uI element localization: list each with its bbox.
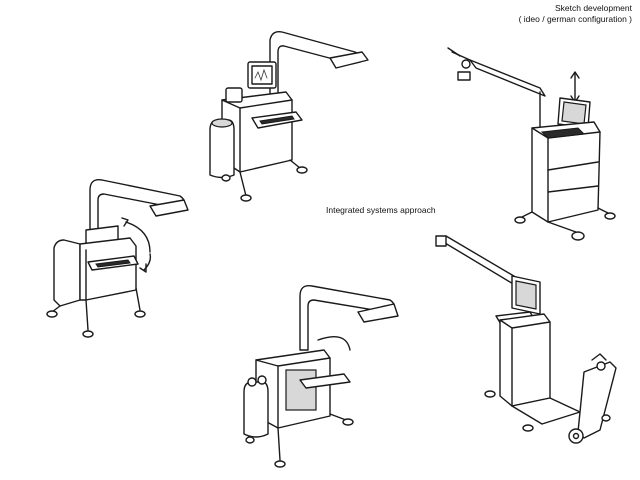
sheet-title: Sketch development [554,3,632,13]
sketch-cart-bottom-center [243,285,399,468]
center-label: Integrated systems approach [326,205,436,215]
sketch-cart-left [46,179,189,338]
sketch-cart-bottom-right [435,235,617,444]
sheet-subtitle: ( ideo / german configuration ) [518,14,632,24]
sketch-tower-top-right [447,47,616,241]
sketch-cart-top-center [209,30,369,202]
